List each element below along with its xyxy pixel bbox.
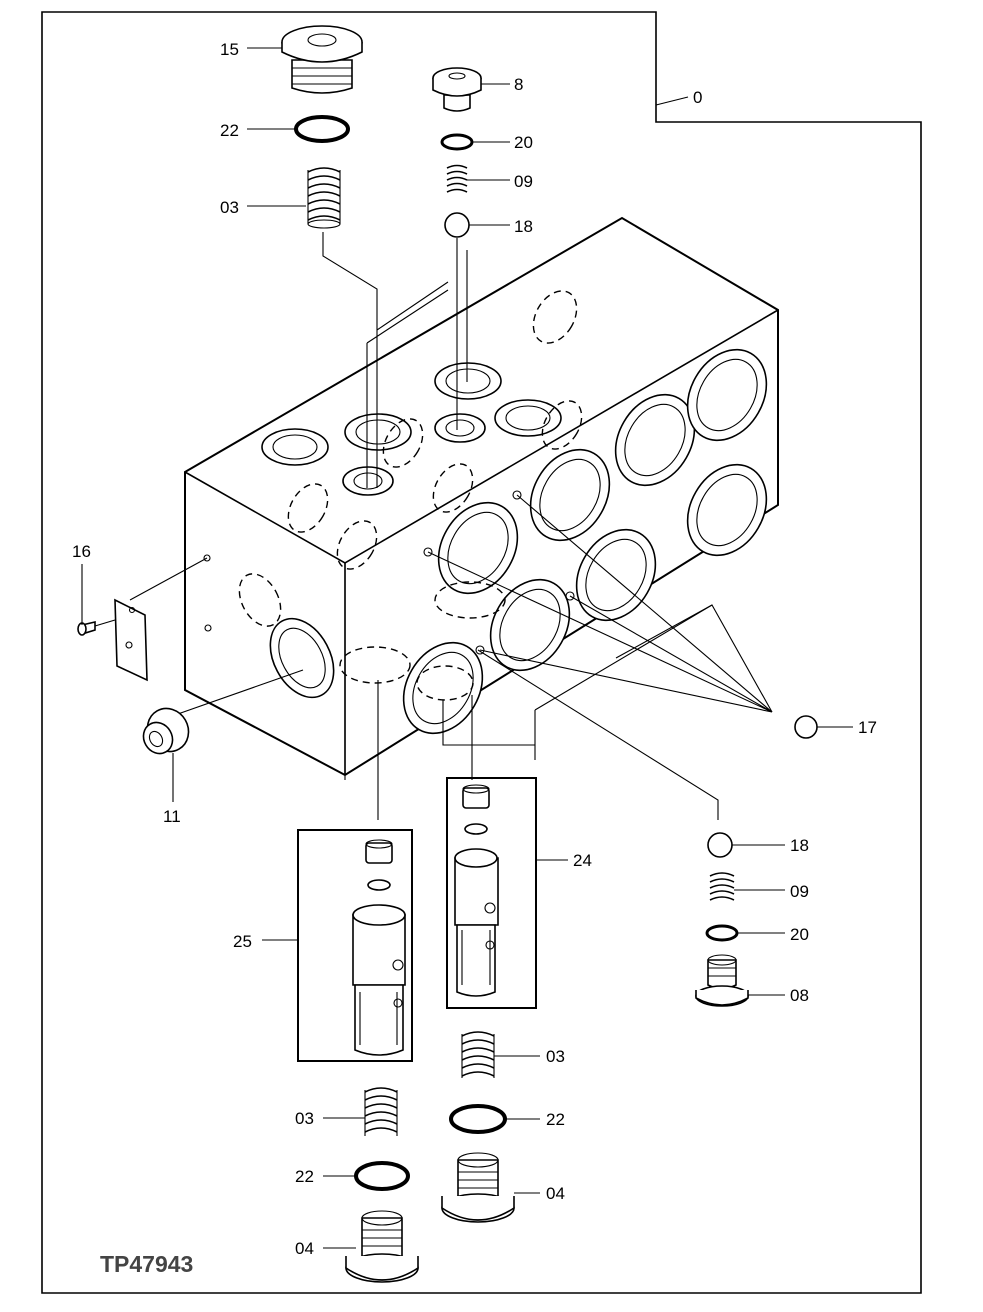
label-09-right: 09 (790, 882, 809, 901)
label-17: 17 (858, 718, 877, 737)
part-09-spring-top (446, 164, 468, 193)
part-20-oring-right (705, 924, 739, 942)
part-04-plug-bottom (345, 1210, 419, 1283)
label-20-top: 20 (514, 133, 533, 152)
label-25: 25 (233, 932, 252, 951)
part-11-plug (142, 707, 190, 755)
label-0: 0 (693, 88, 702, 107)
figure-code: TP47943 (100, 1251, 193, 1277)
label-22-mid: 22 (546, 1110, 565, 1129)
label-24: 24 (573, 851, 592, 870)
label-11: 11 (163, 807, 181, 826)
part-17-ball (794, 715, 818, 739)
label-09-top: 09 (514, 172, 533, 191)
label-03-bottom: 03 (295, 1109, 314, 1128)
part-16-cover-plate (77, 598, 148, 682)
frame-border (41, 11, 922, 1294)
part-18-ball-right (707, 832, 733, 858)
part-24-spool-kit (446, 777, 537, 1009)
guide-lines-top (322, 232, 468, 488)
label-03-mid: 03 (546, 1047, 565, 1066)
label-8: 8 (514, 75, 523, 94)
label-22-bottom: 22 (295, 1167, 314, 1186)
part-03-spring-mid (461, 1031, 495, 1078)
label-22-top: 22 (220, 121, 239, 140)
part-03-spring-bottom (364, 1087, 398, 1136)
part-20-oring-top (440, 133, 474, 151)
part-25-spool-kit (297, 829, 413, 1062)
label-04-mid: 04 (546, 1184, 565, 1203)
label-08: 08 (790, 986, 809, 1005)
part-09-spring-right (709, 872, 735, 901)
part-22-oring-top (294, 115, 350, 143)
label-18-right: 18 (790, 836, 809, 855)
label-15: 15 (220, 40, 239, 59)
part-22-oring-mid (449, 1104, 507, 1134)
label-16: 16 (72, 542, 91, 561)
part-8-plug (432, 67, 482, 112)
label-20-right: 20 (790, 925, 809, 944)
part-22-oring-bottom (354, 1161, 410, 1191)
guide-lines-bottom (129, 557, 719, 820)
leader-lines (81, 47, 853, 1249)
valve-body (184, 216, 779, 777)
label-04-bottom: 04 (295, 1239, 314, 1258)
label-18-top: 18 (514, 217, 533, 236)
part-03-spring-top (307, 167, 341, 229)
part-15-plug (281, 25, 363, 94)
part-04-plug-mid (441, 1152, 515, 1223)
part-08-plug-right (695, 954, 749, 1007)
label-03-top: 03 (220, 198, 239, 217)
part-18-ball-top (444, 212, 470, 238)
